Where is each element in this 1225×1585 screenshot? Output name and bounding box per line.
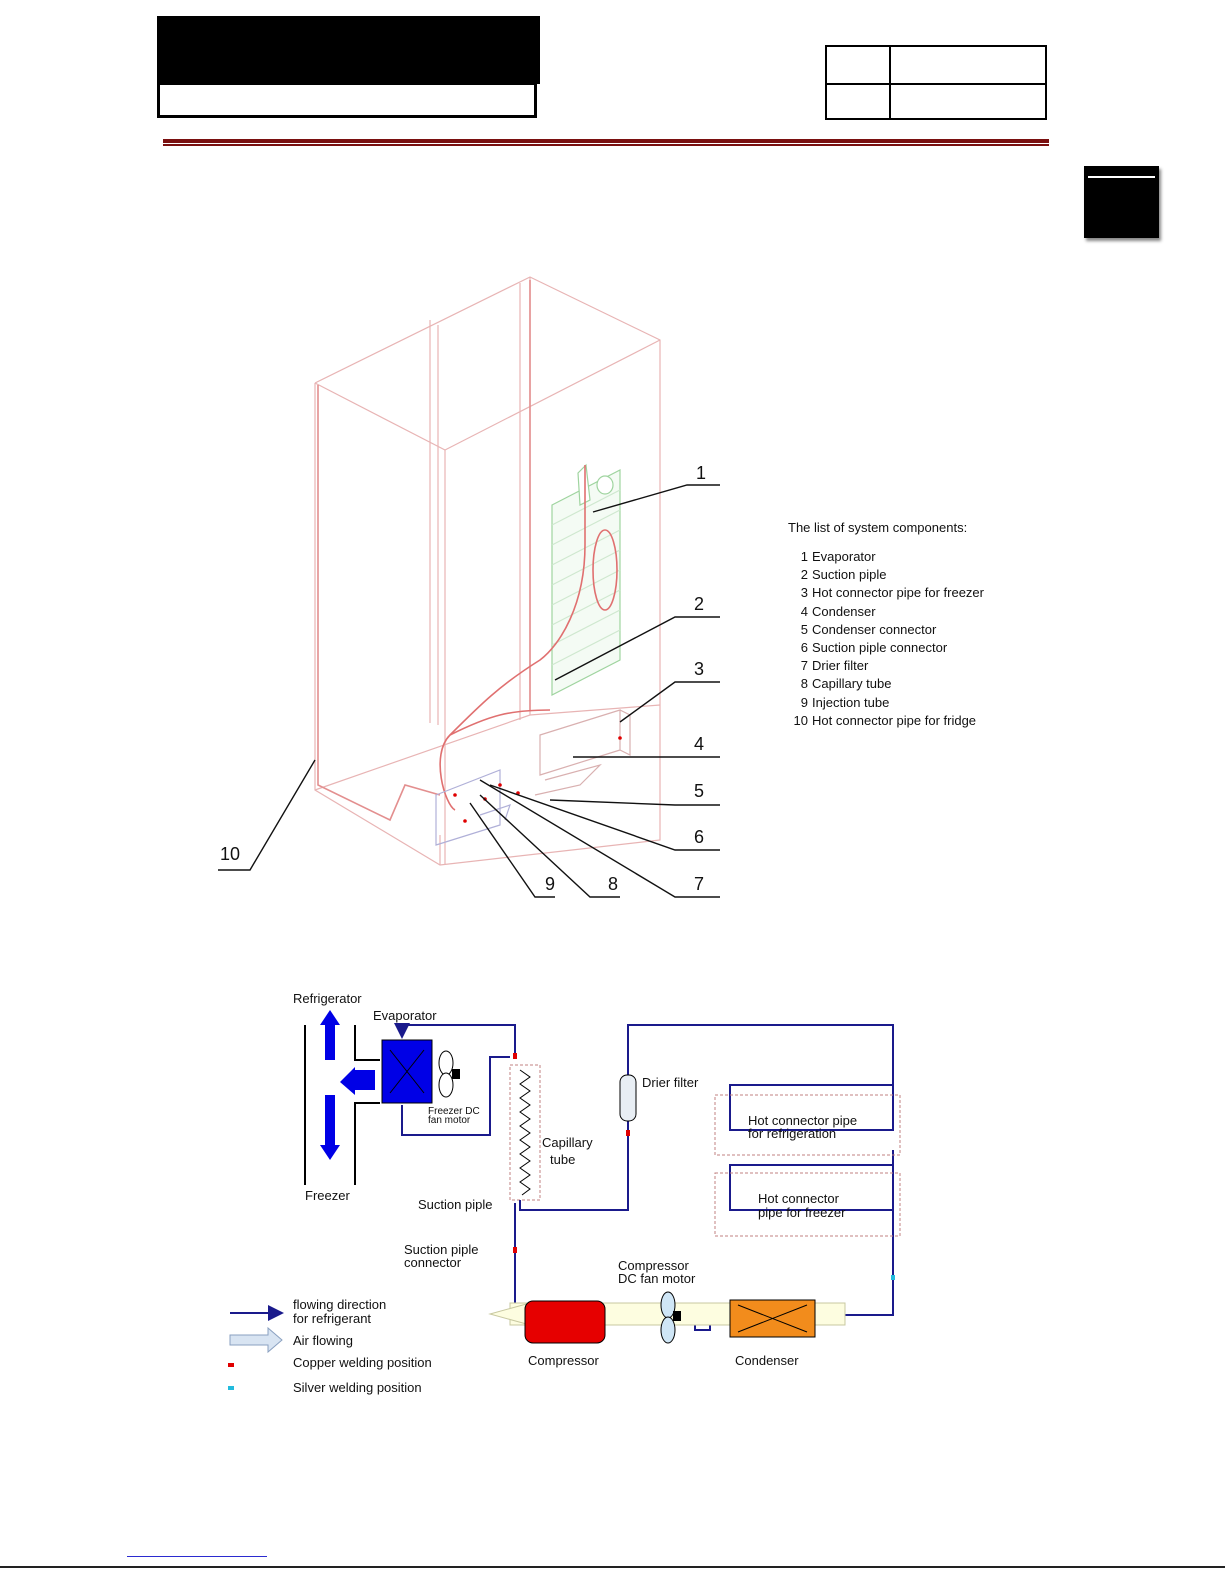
refrigerant-flow-diagram: Refrigerator Evaporator Freezer Freezer …: [228, 991, 901, 1395]
legend-item-number: 3: [800, 585, 808, 601]
evaporator-label: Evaporator: [373, 1008, 437, 1023]
legend-item-label: Hot connector pipe for freezer: [812, 585, 984, 601]
legend-item-number: 6: [800, 640, 808, 656]
header-title-box: [157, 82, 537, 118]
freezer-fan-label-2: fan motor: [428, 1115, 471, 1126]
hot-connector-pipe-fridge: [317, 280, 531, 822]
capillary-box: [509, 1064, 541, 1201]
legend-item-label: Injection tube: [812, 694, 890, 710]
legend-item-label: Drier filter: [812, 658, 869, 674]
callout-1: 1: [696, 463, 706, 483]
drier-filter[interactable]: [619, 1074, 637, 1122]
compressor-fan-icon: [660, 1291, 681, 1344]
legend-item-number: 2: [800, 567, 808, 583]
legend-silver: Silver welding position: [293, 1380, 422, 1395]
legend-item-label: Suction piple connector: [812, 640, 948, 656]
weld-points: [453, 736, 622, 823]
condenser[interactable]: [534, 709, 631, 796]
legend-air: Air flowing: [293, 1333, 353, 1348]
legend-flow-1: flowing direction: [293, 1297, 386, 1312]
evaporator[interactable]: [551, 463, 621, 696]
header-black-bar: [157, 16, 540, 84]
copper-weld-marks: [513, 1053, 630, 1253]
hot-refrig-label-2: for refrigeration: [748, 1126, 836, 1141]
cabinet-outline: [314, 276, 661, 866]
legend-item-label: Hot connector pipe for fridge: [812, 712, 977, 728]
drier-filter-label: Drier filter: [642, 1075, 699, 1090]
hot-connector-refrig-box: [714, 1094, 901, 1156]
legend-item-label: Suction piple: [812, 567, 887, 583]
header-rule-thin: [163, 144, 1049, 146]
refrigerator-system-diagram: 1 2 3 4 5 6 7 8 9 10: [218, 276, 720, 898]
legend-item-number: 1: [800, 549, 808, 564]
suction-conn-label: Suction piple: [404, 1242, 478, 1257]
air-flow-arrows: [320, 1010, 375, 1160]
callout-9: 9: [545, 874, 555, 894]
freezer-label: Freezer: [305, 1188, 350, 1203]
legend-item-label: Evaporator: [812, 549, 876, 564]
freezer-fan-icon: [438, 1050, 460, 1098]
hot-refrig-label: Hot connector pipe: [748, 1113, 857, 1128]
legend-item-label: Condenser connector: [812, 621, 937, 637]
compressor-block[interactable]: [524, 1300, 606, 1344]
header-rule: [163, 139, 1049, 143]
suction-pipe: [439, 465, 618, 811]
section-tab: [1084, 166, 1159, 238]
comp-fan-label: Compressor: [618, 1258, 689, 1273]
freezer-fan-label: Freezer DC: [428, 1106, 480, 1117]
capillary-label: Capillary: [542, 1135, 593, 1150]
callout-6: 6: [694, 827, 704, 847]
legend-item-number: 7: [800, 658, 808, 674]
capillary-label-2: tube: [550, 1152, 575, 1167]
callout-8: 8: [608, 874, 618, 894]
callout-3: 3: [694, 659, 704, 679]
callout-2: 2: [694, 594, 704, 614]
hot-freezer-label-2: pipe for freezer: [758, 1205, 846, 1220]
hot-freezer-label: Hot connector: [758, 1191, 840, 1206]
compressor-label: Compressor: [528, 1353, 599, 1368]
comp-fan-label-2: DC fan motor: [618, 1271, 696, 1286]
legend-item-number: 10: [793, 712, 808, 728]
legend-item-number: 4: [800, 603, 808, 619]
callout-4: 4: [694, 734, 704, 754]
callout-7: 7: [694, 874, 704, 894]
refrigerator-label: Refrigerator: [293, 991, 362, 1006]
capillary-tube: [519, 1069, 531, 1196]
footer-rule: [0, 1566, 1225, 1568]
compartment-walls: [304, 1025, 380, 1185]
legend-item-label: Capillary tube: [812, 676, 892, 692]
header-info-table: [825, 45, 1047, 120]
callout-lines: [218, 484, 720, 898]
legend-item-number: 8: [800, 676, 808, 692]
callout-10: 10: [220, 844, 240, 864]
legend-title: The list of system components:: [788, 520, 968, 535]
legend-copper: Copper welding position: [293, 1355, 432, 1370]
footer-link-underline[interactable]: [127, 1556, 267, 1557]
legend-item-number: 9: [800, 694, 808, 710]
flow-legend: flowing direction for refrigerant Air fl…: [228, 1297, 432, 1395]
legend-item: 1 Evaporator: [788, 548, 984, 566]
silver-weld-mark: [891, 1275, 895, 1280]
condenser-label: Condenser: [735, 1353, 799, 1368]
legend-item-label: Condenser: [812, 603, 876, 619]
callout-5: 5: [694, 781, 704, 801]
compressor-area: [435, 769, 511, 846]
legend-flow-2: for refrigerant: [293, 1311, 371, 1326]
legend-item-number: 5: [800, 621, 808, 637]
suction-piple-label: Suction piple: [418, 1197, 492, 1212]
hot-connector-freezer-box: [714, 1172, 901, 1237]
suction-conn-label-2: connector: [404, 1255, 462, 1270]
